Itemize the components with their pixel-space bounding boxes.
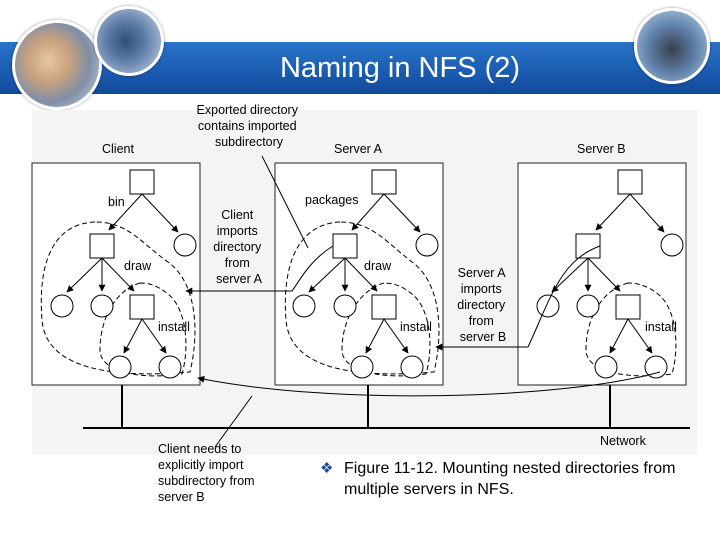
- server-a-imports-arrow: [435, 245, 601, 351]
- server-a-file: [400, 355, 424, 379]
- server-a-draw-region: [284, 221, 440, 375]
- server-a-install-label: install: [400, 320, 432, 334]
- server-b-install-label: install: [645, 320, 677, 334]
- server-b-box: [517, 162, 687, 386]
- figure-caption: ❖ Figure 11-12. Mounting nested director…: [320, 458, 720, 500]
- server-a-file: [292, 294, 316, 318]
- client-file: [90, 294, 114, 318]
- server-b-file: [594, 355, 618, 379]
- client-install-label: install: [158, 320, 190, 334]
- client-file: [108, 355, 132, 379]
- caption-text: Figure 11-12. Mounting nested directorie…: [344, 460, 676, 498]
- client-imports-note: Client imports directory from server A: [213, 208, 264, 286]
- packages-label: packages: [305, 193, 359, 207]
- client-tree: [50, 169, 197, 379]
- exported-directory-note: Exported directory contains imported sub…: [197, 103, 302, 149]
- client-needs-note-leader: [214, 395, 253, 448]
- server-b-tree: [536, 169, 684, 379]
- client-draw-dir: [129, 294, 155, 320]
- server-a-imports-note: Server A imports directory from server B: [457, 266, 508, 344]
- server-b-file: [536, 294, 560, 318]
- server-b-file: [644, 355, 668, 379]
- server-a-root-dir: [371, 169, 397, 195]
- client-draw-region: [40, 221, 196, 375]
- client-label: Client: [102, 142, 134, 156]
- client-file: [50, 294, 74, 318]
- server-b-install-dir: [615, 294, 641, 320]
- network-label: Network: [600, 434, 647, 448]
- server-a-draw-label: draw: [364, 259, 392, 273]
- client-file: [173, 233, 197, 257]
- slide-title: Naming in NFS (2): [279, 52, 521, 84]
- server-a-tree: [292, 169, 439, 379]
- client-root-dir: [129, 169, 155, 195]
- bin-label: bin: [108, 195, 125, 209]
- business-photo-right: [634, 8, 710, 84]
- business-photo-left-center: [94, 6, 164, 76]
- server-b-install-region: [585, 282, 677, 377]
- server-a-box: [274, 162, 444, 386]
- client-box: [31, 162, 201, 386]
- server-b-file: [660, 233, 684, 257]
- server-b-root-dir: [617, 169, 643, 195]
- client-imports-arrow: [185, 245, 334, 295]
- client-file: [158, 355, 182, 379]
- exported-note-leader: [261, 155, 309, 249]
- client-needs-note: Client needs to explicitly import subdir…: [158, 442, 258, 504]
- server-a-file: [350, 355, 374, 379]
- server-a-packages-dir: [332, 233, 358, 259]
- client-draw-label: draw: [124, 259, 152, 273]
- server-a-file: [333, 294, 357, 318]
- client-bin-dir: [89, 233, 115, 259]
- server-a-draw-dir: [371, 294, 397, 320]
- server-a-file: [415, 233, 439, 257]
- server-a-label: Server A: [334, 142, 383, 156]
- server-b-dir: [575, 233, 601, 259]
- server-b-label: Server B: [577, 142, 626, 156]
- server-b-file: [576, 294, 600, 318]
- client-needs-import-arrow: [197, 371, 661, 397]
- diamond-bullet-icon: ❖: [320, 460, 334, 477]
- people-photo-left: [12, 20, 102, 110]
